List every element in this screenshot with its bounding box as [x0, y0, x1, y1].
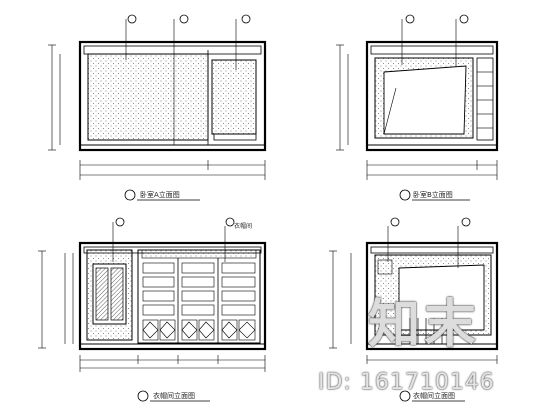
callout-marker	[405, 14, 415, 24]
callout-marker	[127, 14, 137, 24]
elevation-top-left	[48, 14, 267, 201]
headboard-panel	[398, 264, 485, 331]
panel-caption: 卧室A立面图	[140, 191, 180, 199]
panel-caption: 衣帽间立面图	[413, 392, 455, 400]
watermark-logo: 知末	[368, 295, 481, 355]
ceiling-band	[83, 45, 262, 55]
wall-outline	[365, 241, 499, 351]
shelf-unit	[476, 57, 494, 141]
callout-label: 衣帽间	[234, 223, 253, 230]
elevation-bottom-right	[329, 217, 499, 402]
headboard-panel	[383, 65, 467, 135]
wall-outline	[78, 40, 267, 152]
callout-marker	[241, 14, 251, 24]
callout-marker	[390, 217, 400, 227]
headboard-fold	[383, 87, 397, 135]
callout-marker	[461, 217, 471, 227]
title-marker	[399, 189, 411, 201]
title-marker	[124, 189, 136, 201]
side-panel	[211, 59, 257, 135]
elevation-top-right	[336, 14, 499, 201]
callout-marker	[179, 14, 189, 24]
door-glass-right	[110, 267, 124, 321]
ceiling-band	[370, 246, 494, 254]
door-glass-left	[95, 267, 109, 321]
panel-caption: 衣帽间立面图	[153, 392, 195, 400]
side-panel-frame	[213, 133, 257, 141]
bed-base	[409, 318, 451, 344]
callout-marker	[115, 217, 125, 227]
elevation-bottom-left	[38, 217, 267, 402]
callout-marker	[225, 217, 235, 227]
title-marker	[137, 390, 149, 402]
wardrobe-top	[141, 249, 257, 259]
headboard-panel	[87, 53, 209, 141]
title-marker	[399, 390, 411, 402]
ceiling-band	[370, 45, 494, 55]
callout-marker	[459, 14, 469, 24]
side-niche	[377, 259, 393, 275]
wall-outline	[78, 241, 267, 351]
wardrobe-drawers	[142, 262, 256, 316]
wardrobe-lower-doors	[142, 319, 256, 341]
panel-caption: 卧室B立面图	[413, 191, 453, 199]
watermark-id: ID: 161710146	[318, 370, 495, 395]
wall-outline	[365, 40, 499, 152]
